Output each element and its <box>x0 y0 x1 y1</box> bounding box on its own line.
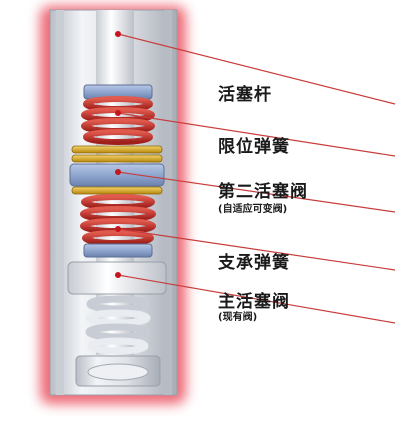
limit-spring <box>81 96 155 145</box>
callout-dot-support-spring <box>115 226 121 232</box>
gold-ring-lower <box>71 154 163 163</box>
label-limit-spring: 限位弹簧 <box>218 137 290 157</box>
inner-tube-wall-right <box>164 10 172 395</box>
leader-limit-spring <box>117 112 396 157</box>
second-piston-valve-body <box>69 163 165 187</box>
label-main-piston-valve: 主活塞阀 <box>218 292 290 312</box>
main-piston-valve-body <box>67 261 167 295</box>
leader-lines <box>117 33 396 324</box>
callout-dot-piston-rod <box>115 31 121 37</box>
inner-tube-wall-left <box>56 10 64 395</box>
callout-dot-limit-spring <box>115 110 121 116</box>
label-second-piston-valve-note: (自适应可变阀) <box>218 204 288 215</box>
callout-dots <box>115 31 121 278</box>
gold-ring-bottom <box>71 186 163 195</box>
label-support-spring: 支承弹簧 <box>218 253 290 273</box>
label-piston-rod: 活塞杆 <box>218 85 272 105</box>
leader-main-piston-valve <box>117 274 396 324</box>
label-second-piston-valve: 第二活塞阀 <box>218 182 308 202</box>
lower-blue-piston <box>83 243 153 258</box>
bottom-valve-disc <box>87 363 149 381</box>
leader-piston-rod <box>117 33 396 105</box>
label-main-piston-valve-note: (现有阀) <box>218 312 258 323</box>
main-valve-spring <box>85 295 151 355</box>
leader-second-piston-valve <box>117 171 396 213</box>
gold-ring-upper <box>71 145 163 154</box>
leader-support-spring <box>117 228 396 271</box>
callout-dot-main-piston-valve <box>115 272 121 278</box>
callout-dot-second-piston-valve <box>115 169 121 175</box>
